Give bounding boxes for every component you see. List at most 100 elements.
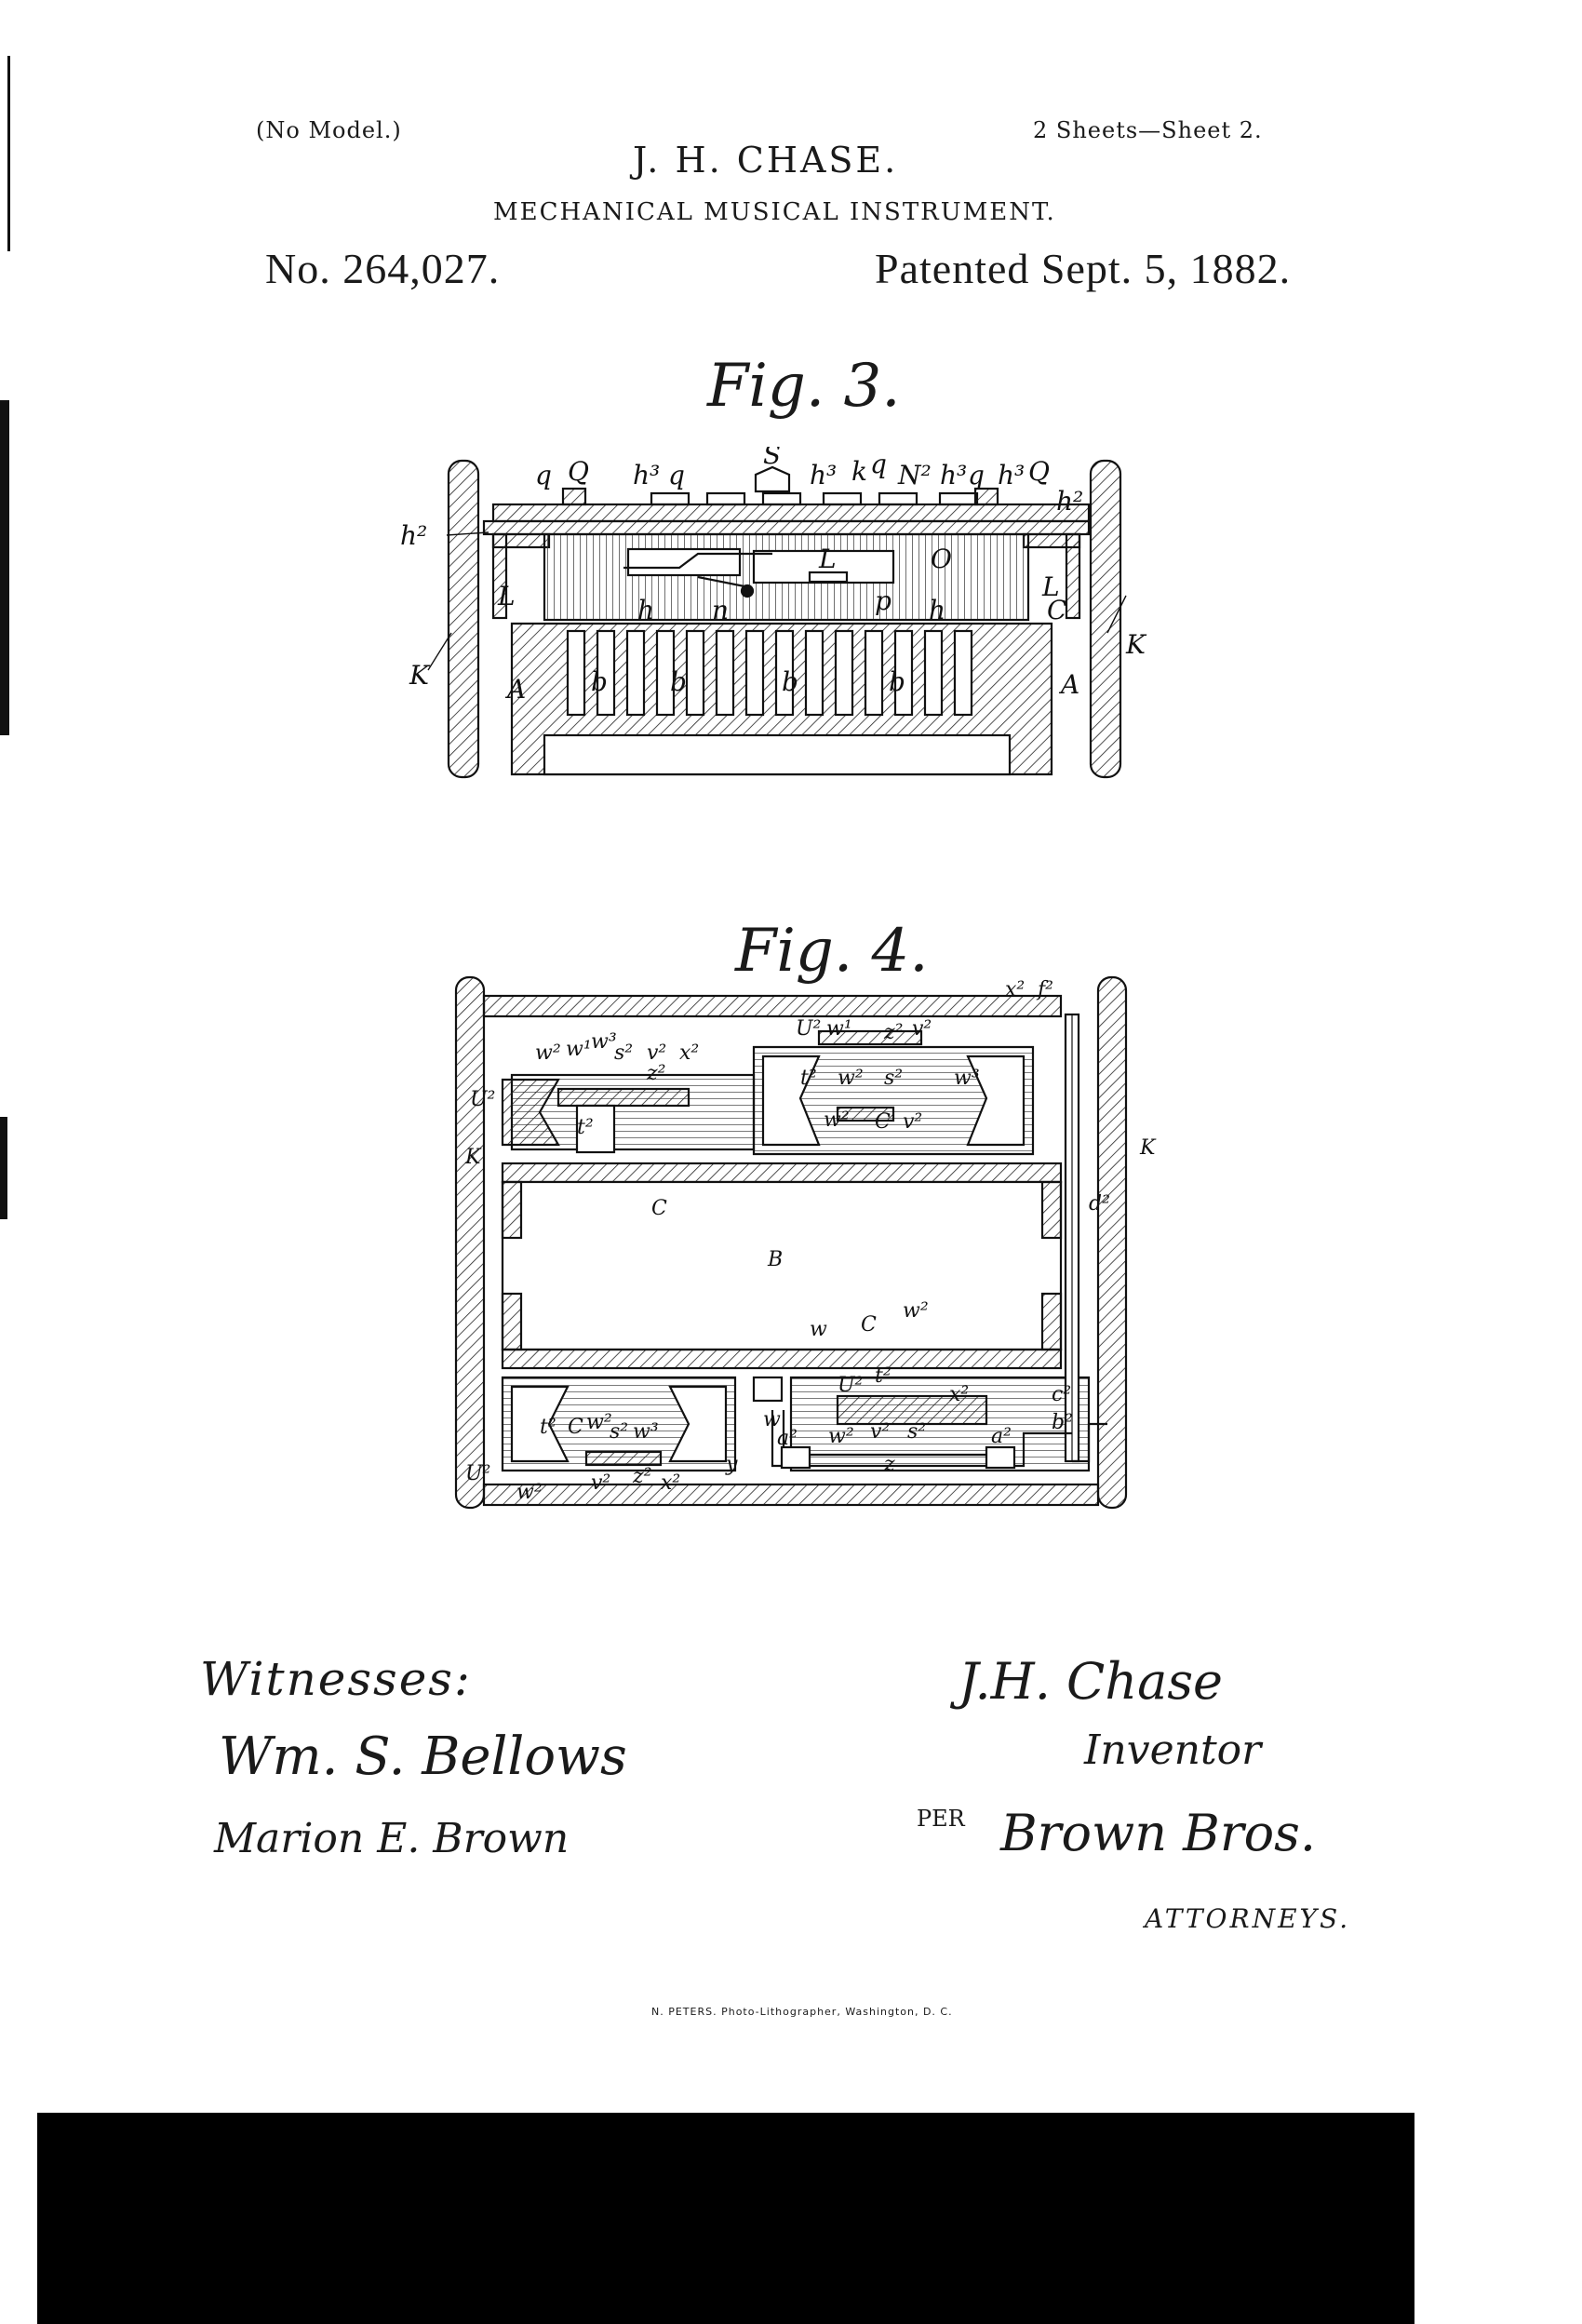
fig4-letter: w³: [591, 1030, 617, 1054]
fig4-letter: t²: [577, 1116, 594, 1139]
fig3-stop-knob: [754, 465, 791, 493]
fig4-label: Fig. 4.: [735, 917, 929, 986]
fig3-letter: S: [763, 447, 781, 470]
witnesses-heading: Witnesses:: [200, 1652, 472, 1706]
fig4-letter: v²: [591, 1471, 610, 1495]
fig4-letter: U²: [470, 1088, 495, 1111]
fig3-drawing: q Q h³ q S h³ k q N² h³ q h³ Q h² h² L K…: [400, 447, 1147, 779]
fig4-top-plate: [482, 994, 1063, 1018]
patent-date: Patented Sept. 5, 1882.: [875, 245, 1292, 292]
fig4-letter: s²: [907, 1420, 926, 1444]
fig3-reed-box: [543, 532, 1030, 622]
lithographer-credit: N. PETERS. Photo-Lithographer, Washingto…: [651, 2006, 953, 2018]
fig4-letter: v²: [912, 1017, 932, 1041]
scan-edge-mark: [0, 400, 9, 735]
fig4-letter: s²: [884, 1067, 903, 1090]
fig4-letter: z: [883, 1453, 895, 1476]
fig4-shaft-B: [501, 1180, 1063, 1351]
fig4-letter: w²: [838, 1067, 864, 1090]
fig4-letter: c²: [1052, 1383, 1071, 1406]
patent-title: MECHANICAL MUSICAL INSTRUMENT.: [493, 198, 1056, 226]
fig4-wall-left: [454, 975, 486, 1510]
fig4-letter: t²: [875, 1364, 892, 1388]
fig3-label: Fig. 3.: [707, 352, 901, 421]
fig4-letter: v²: [647, 1041, 666, 1065]
fig4-letter: w²: [828, 1425, 854, 1448]
fig3-letter: q: [870, 449, 887, 479]
fig4-letter: b²: [1052, 1411, 1073, 1434]
attorneys-label: ATTORNEYS.: [1145, 1903, 1351, 1934]
fig4-letter: v²: [903, 1110, 922, 1134]
fig4-letter: C: [651, 1197, 667, 1220]
fig4-wall-right: [1096, 975, 1128, 1510]
fig4-letter: C: [568, 1416, 583, 1439]
fig4-letter: w²: [903, 1299, 929, 1323]
fig4-letter: z²: [883, 1021, 903, 1044]
patent-number: No. 264,027.: [265, 245, 501, 292]
fig4-letter: U²: [796, 1017, 821, 1041]
fig3-top-plate: [491, 503, 1091, 523]
fig3-letter: N²: [897, 460, 932, 490]
fig4-drawing: w² w¹ w³ s² v² x² z² U² t² K C U² w¹ z² …: [454, 975, 1157, 1510]
fig3-letter: q: [968, 460, 985, 490]
fig4-letter: t²: [800, 1067, 817, 1090]
fig3-letter: q: [668, 460, 685, 490]
fig4-letter: w¹: [826, 1017, 852, 1041]
inventor-heading: J. H. CHASE.: [633, 140, 899, 181]
fig3-letter: h: [929, 595, 945, 625]
witness-signature-2: Marion E. Brown: [214, 1815, 570, 1862]
fig4-letter: U²: [838, 1374, 863, 1397]
fig4-letter: a²: [991, 1425, 1012, 1448]
fig3-letter: O: [931, 544, 952, 574]
fig4-letter: d²: [1089, 1192, 1110, 1216]
per-label: PER: [917, 1806, 965, 1832]
fig3-letter: A: [504, 674, 526, 705]
fig3-letter: K: [409, 660, 431, 691]
fig4-letter: C: [875, 1110, 891, 1134]
fig4-letter: z²: [632, 1465, 651, 1488]
fig3-side-wall-left: [447, 459, 480, 779]
fig3-letter: L: [1041, 571, 1060, 602]
fig4-letter: B: [767, 1248, 783, 1271]
fig3-letter: h²: [1056, 486, 1083, 517]
fig3-letter: h²: [400, 520, 427, 551]
fig4-letter: w²: [824, 1108, 850, 1132]
fig3-letter: h: [637, 595, 654, 625]
fig3-letter: h³: [633, 460, 660, 490]
fig4-letter: x²: [1005, 978, 1025, 1001]
fig4-letter: f²: [1036, 978, 1053, 1001]
fig4-letter: s²: [610, 1420, 628, 1444]
fig4-letter: y: [725, 1453, 738, 1476]
no-model-label: (No Model.): [256, 117, 402, 143]
fig4-letter: w³: [954, 1067, 980, 1090]
fig3-letter: L: [818, 544, 837, 574]
fig4-letter: w³: [633, 1420, 659, 1444]
fig3-letter: p: [875, 585, 892, 616]
fig4-letter: w: [810, 1318, 827, 1341]
fig3-letter: b: [591, 666, 608, 697]
fig4-letter: w¹: [566, 1038, 592, 1061]
fig3-letter: h³: [998, 460, 1025, 490]
fig4-bottom-plate: [482, 1483, 1100, 1507]
inventor-role: Inventor: [1084, 1726, 1262, 1774]
fig3-letter: h³: [810, 460, 837, 490]
fig3-letter: n: [712, 595, 729, 625]
fig4-letter: w²: [516, 1481, 543, 1504]
fig3-letter: b: [889, 666, 905, 697]
fig4-letter: x²: [661, 1471, 680, 1495]
fig3-letter: q: [535, 460, 552, 490]
fig4-letter: x²: [679, 1041, 699, 1065]
fig3-letter: L: [497, 581, 516, 611]
fig4-letter: a²: [777, 1427, 798, 1450]
fig4-letter: x²: [949, 1383, 969, 1406]
fig4-letter: w: [763, 1408, 781, 1431]
fig3-letter: b: [782, 666, 798, 697]
fig4-letter: K: [464, 1146, 482, 1169]
fig3-letter: b: [670, 666, 687, 697]
fig3-letter: K: [1125, 629, 1147, 660]
fig4-letter: w²: [586, 1411, 612, 1434]
fig3-letter: A: [1058, 669, 1079, 700]
inventor-signature: J.H. Chase: [959, 1652, 1224, 1711]
scan-edge-mark: [7, 56, 10, 251]
fig3-letter: h³: [940, 460, 967, 490]
